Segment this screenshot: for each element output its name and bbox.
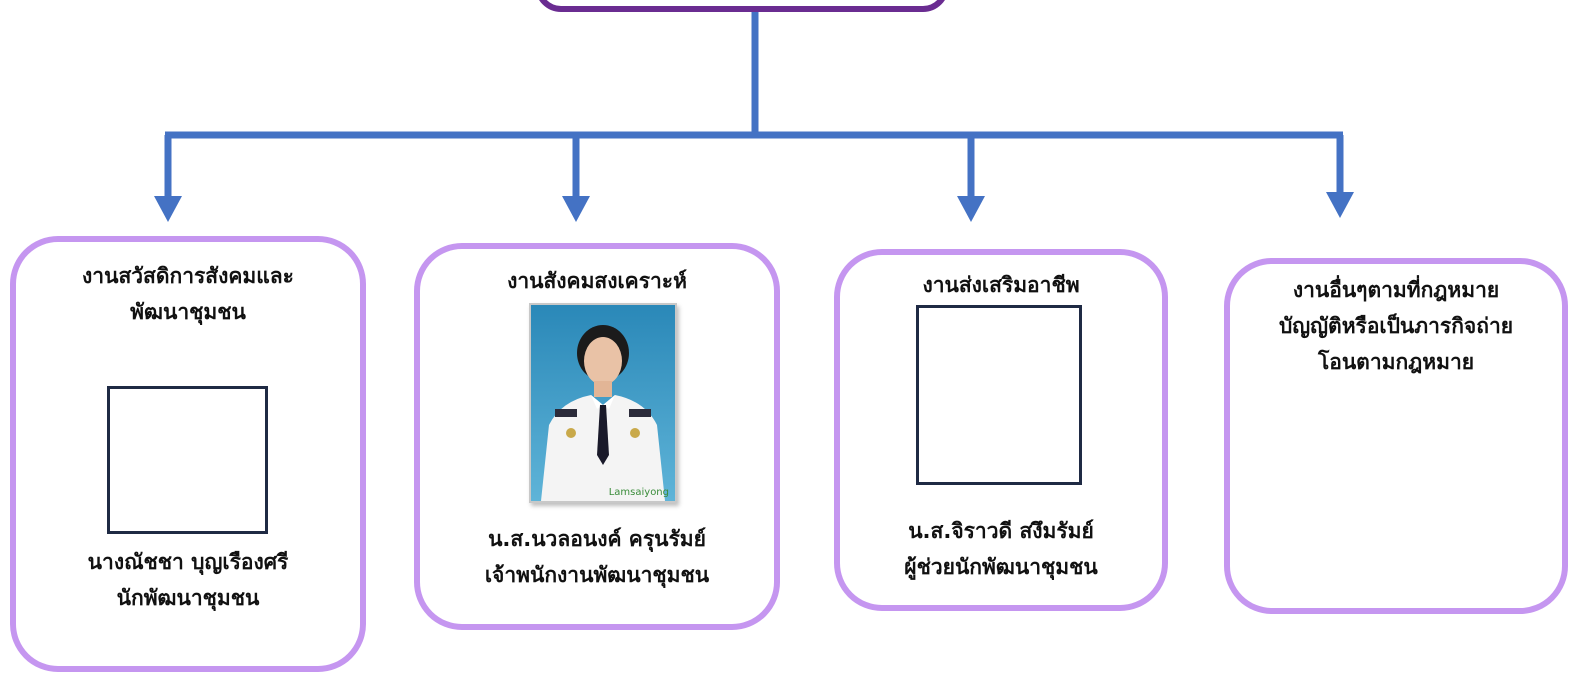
person-position: นักพัฒนาชุมชน [116, 586, 260, 610]
arrowhead-1 [154, 196, 182, 222]
person-info: น.ส.จิราวดี สงึมรัมย์ ผู้ช่วยนักพัฒนาชุม… [840, 513, 1162, 585]
portrait-photo: Lamsaiyong [529, 303, 677, 503]
unit-box-social-work: งานสังคมสงเคราะห์ [414, 243, 780, 630]
unit-title: งานอื่นๆตามที่กฎหมาย บัญญัติหรือเป็นภารก… [1230, 272, 1562, 380]
person-position: ผู้ช่วยนักพัฒนาชุมชน [904, 555, 1098, 579]
photo-placeholder [107, 386, 268, 534]
unit-title-line: โอนตามกฎหมาย [1317, 350, 1475, 374]
photo-placeholder [916, 305, 1082, 485]
person-name: นางณัชชา บุญเรืองศรี [87, 550, 289, 574]
unit-title-line: งานอื่นๆตามที่กฎหมาย [1292, 278, 1500, 302]
unit-title-line: งานสังคมสงเคราะห์ [507, 269, 687, 293]
person-info: น.ส.นวลอนงค์ ครุนรัมย์ เจ้าพนักงานพัฒนาช… [420, 521, 774, 593]
person-name: น.ส.จิราวดี สงึมรัมย์ [908, 519, 1094, 543]
unit-title-line: งานสวัสดิการสังคมและ [82, 264, 294, 288]
unit-title-line: บัญญัติหรือเป็นภารกิจถ่าย [1278, 314, 1514, 338]
top-department-box [535, 0, 949, 12]
unit-box-career-promotion: งานส่งเสริมอาชีพ น.ส.จิราวดี สงึมรัมย์ ผ… [834, 249, 1168, 611]
person-name: น.ส.นวลอนงค์ ครุนรัมย์ [488, 527, 706, 551]
unit-box-welfare: งานสวัสดิการสังคมและ พัฒนาชุมชน นางณัชชา… [10, 236, 366, 672]
unit-title: งานสังคมสงเคราะห์ [420, 263, 774, 299]
arrowhead-3 [957, 196, 985, 222]
unit-title: งานสวัสดิการสังคมและ พัฒนาชุมชน [16, 258, 360, 330]
person-position: เจ้าพนักงานพัฒนาชุมชน [484, 563, 710, 587]
unit-title-line: งานส่งเสริมอาชีพ [922, 273, 1080, 297]
unit-title: งานส่งเสริมอาชีพ [840, 267, 1162, 303]
arrowhead-4 [1326, 192, 1354, 218]
portrait-image [531, 305, 675, 501]
unit-box-other-duties: งานอื่นๆตามที่กฎหมาย บัญญัติหรือเป็นภารก… [1224, 258, 1568, 614]
person-info: นางณัชชา บุญเรืองศรี นักพัฒนาชุมชน [16, 544, 360, 616]
photo-caption: Lamsaiyong [608, 487, 669, 498]
arrowhead-2 [562, 196, 590, 222]
unit-title-line: พัฒนาชุมชน [130, 300, 246, 324]
